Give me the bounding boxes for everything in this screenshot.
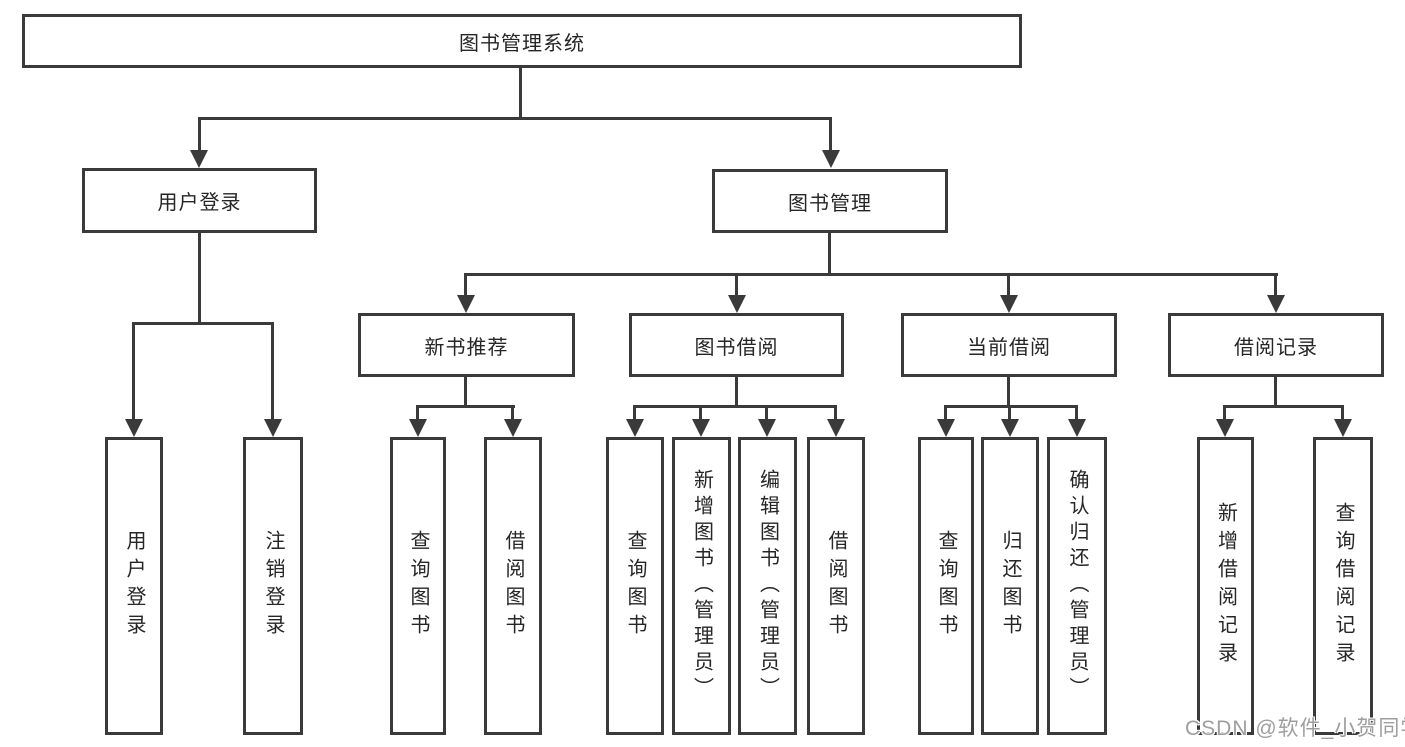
edge-to-query-books-1: [416, 405, 419, 421]
arrowhead-query-books-2: [626, 419, 644, 437]
arrowhead-book-mgmt: [822, 150, 840, 168]
leaf-label: 查询图书: [935, 530, 957, 642]
edge-current-borrow-stem: [1007, 377, 1010, 408]
edge-borrow-records-hbar: [1223, 405, 1344, 408]
edge-to-login-leaf: [132, 322, 135, 422]
edge-to-borrow-books-1: [511, 405, 514, 421]
node-leaf-user-login: 用户登录: [105, 437, 163, 735]
node-leaf-query-books-3: 查询图书: [918, 437, 974, 735]
edge-book-borrow-hbar: [633, 405, 837, 408]
node-book-borrow: 图书借阅: [629, 313, 844, 377]
edge-new-books-stem: [464, 377, 467, 408]
arrowhead-query-books-1: [409, 419, 427, 437]
edge-current-borrow-hbar: [944, 405, 1078, 408]
arrowhead-query-books-3: [937, 419, 955, 437]
node-leaf-borrow-books-2: 借阅图书: [807, 437, 865, 735]
arrowhead-book-borrow: [728, 295, 746, 313]
edge-user-login-stem: [198, 233, 201, 325]
node-leaf-add-borrow-record: 新增借阅记录: [1197, 437, 1254, 735]
leaf-label: 新增借阅记录: [1214, 502, 1237, 670]
edge-to-add-record: [1223, 405, 1226, 421]
edge-root-stem: [519, 68, 522, 120]
node-leaf-return-books: 归还图书: [981, 437, 1039, 735]
node-leaf-query-books-2: 查询图书: [606, 437, 664, 735]
arrowhead-edit-books: [758, 419, 776, 437]
edge-to-current-borrow: [1007, 273, 1010, 298]
arrowhead-borrow-books-1: [504, 419, 522, 437]
leaf-label: 查询图书: [407, 530, 429, 642]
node-book-management-system: 图书管理系统: [22, 14, 1022, 68]
edge-to-query-books-2: [633, 405, 636, 421]
edge-new-books-hbar: [416, 405, 515, 408]
node-book-management: 图书管理: [712, 169, 948, 233]
arrowhead-current-borrow: [1000, 295, 1018, 313]
edge-to-logout-leaf: [271, 322, 274, 422]
edge-to-book-borrow: [735, 273, 738, 298]
arrowhead-return-books: [1001, 419, 1019, 437]
leaf-label: 借阅图书: [825, 530, 847, 642]
node-leaf-confirm-return-admin: 确认归还（管理员）: [1047, 437, 1107, 735]
leaf-label: 归还图书: [999, 530, 1021, 642]
arrowhead-add-record: [1216, 419, 1234, 437]
edge-to-user-login: [198, 117, 201, 155]
edge-to-return-books: [1008, 405, 1011, 421]
leaf-label: 注销登录: [262, 530, 284, 642]
node-leaf-edit-books-admin: 编辑图书（管理员）: [738, 437, 797, 735]
edge-root-hbar: [198, 117, 832, 120]
edge-book-mgmt-hbar: [464, 273, 1278, 276]
arrowhead-add-books: [692, 419, 710, 437]
edge-book-mgmt-stem: [828, 233, 831, 276]
leaf-label: 新增图书（管理员）: [690, 469, 713, 703]
node-leaf-query-books-1: 查询图书: [390, 437, 446, 735]
edge-to-query-record: [1341, 405, 1344, 421]
arrowhead-new-books: [457, 295, 475, 313]
edge-to-query-books-3: [944, 405, 947, 421]
leaf-label: 借阅图书: [502, 530, 524, 642]
node-leaf-add-books-admin: 新增图书（管理员）: [672, 437, 731, 735]
arrowhead-user-login: [190, 150, 208, 168]
edge-to-book-mgmt: [829, 117, 832, 155]
leaf-label: 编辑图书（管理员）: [756, 469, 779, 703]
arrowhead-logout-leaf: [264, 419, 282, 437]
leaf-label: 用户登录: [123, 530, 145, 642]
edge-user-login-hbar: [132, 322, 274, 325]
edge-to-confirm-return: [1075, 405, 1078, 421]
edge-book-borrow-stem: [735, 377, 738, 408]
edge-borrow-records-stem: [1274, 377, 1277, 408]
node-new-book-recommend: 新书推荐: [358, 313, 575, 377]
node-leaf-query-borrow-record: 查询借阅记录: [1313, 437, 1373, 735]
arrowhead-borrow-books-2: [827, 419, 845, 437]
csdn-watermark: CSDN @软件_小贺同学: [1185, 717, 1405, 740]
node-leaf-borrow-books-1: 借阅图书: [484, 437, 542, 735]
leaf-label: 查询图书: [624, 530, 646, 642]
node-current-borrow: 当前借阅: [901, 313, 1117, 377]
arrowhead-confirm-return: [1068, 419, 1086, 437]
edge-to-new-books: [464, 273, 467, 298]
leaf-label: 确认归还（管理员）: [1066, 469, 1088, 703]
edge-to-edit-books: [765, 405, 768, 421]
edge-to-borrow-books-2: [834, 405, 837, 421]
node-leaf-logout: 注销登录: [243, 437, 303, 735]
node-borrow-records: 借阅记录: [1168, 313, 1384, 377]
edge-to-add-books: [699, 405, 702, 421]
edge-to-borrow-records: [1274, 273, 1277, 298]
arrowhead-borrow-records: [1267, 295, 1285, 313]
arrowhead-login-leaf: [125, 419, 143, 437]
leaf-label: 查询借阅记录: [1332, 502, 1354, 670]
node-user-login: 用户登录: [82, 168, 317, 233]
arrowhead-query-record: [1334, 419, 1352, 437]
